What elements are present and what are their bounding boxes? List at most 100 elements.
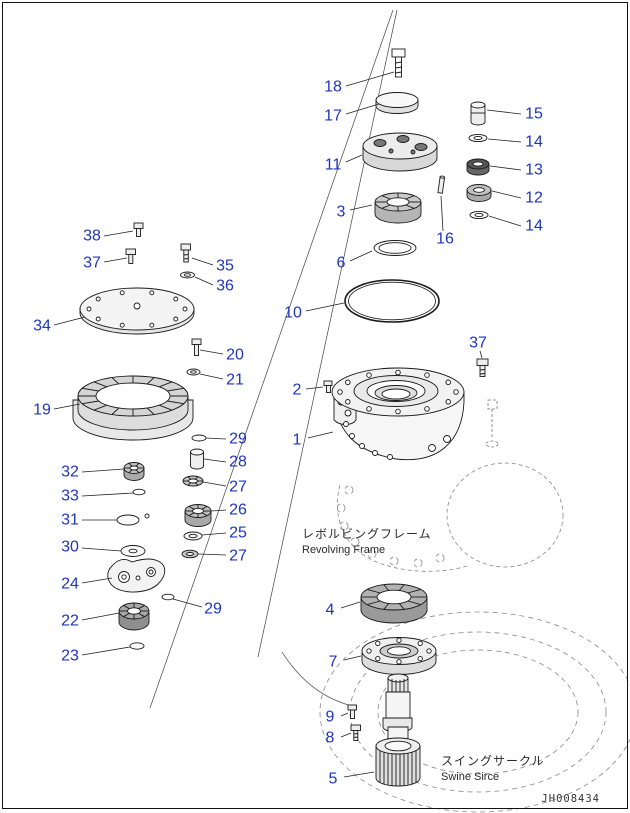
callout-32[interactable]: 32 [61,463,79,481]
revolving-frame-ghost [336,462,564,572]
callout-3[interactable]: 3 [336,203,346,221]
leader-line-14 [487,138,522,143]
callout-33[interactable]: 33 [61,487,79,505]
callout-2[interactable]: 2 [292,381,302,399]
leader-line-25 [201,532,227,536]
leader-line-17 [345,103,380,115]
part-flange-7 [361,637,437,675]
part-disc-17 [375,92,419,114]
callout-10[interactable]: 10 [284,304,302,322]
callout-28[interactable]: 28 [229,453,247,471]
part-disc-30 [120,545,146,557]
callout-30[interactable]: 30 [61,538,79,556]
part-bolt-2 [323,380,333,393]
leader-line-38 [103,230,134,237]
leader-line-26 [210,509,227,512]
annotation-swing-circle-jp: スイングサークル [441,754,545,768]
leader-line-33 [81,492,134,497]
callout-8[interactable]: 8 [325,729,335,747]
part-bolt-9 [347,704,357,719]
leader-line-6 [349,250,373,262]
callout-36[interactable]: 36 [216,277,234,295]
part-bolt-38 [133,222,144,237]
part-nut-32 [123,462,145,481]
callout-19[interactable]: 19 [33,401,51,419]
leader-line-8 [340,732,352,738]
callout-20[interactable]: 20 [226,346,244,364]
callout-29[interactable]: 29 [229,430,247,448]
leader-line-29 [205,437,227,440]
part-ring-29b [161,593,175,601]
callout-14[interactable]: 14 [525,133,543,151]
leader-line-23 [81,646,131,656]
part-bolt-37-right [476,358,489,377]
callout-25[interactable]: 25 [229,524,247,542]
callout-12[interactable]: 12 [525,189,543,207]
part-bracket-24 [107,558,166,593]
leader-line-11 [345,154,363,163]
callout-18[interactable]: 18 [324,78,342,96]
callout-14[interactable]: 14 [525,217,543,235]
callout-35[interactable]: 35 [216,257,234,275]
callout-5[interactable]: 5 [328,770,338,788]
callout-1[interactable]: 1 [292,431,302,449]
callout-21[interactable]: 21 [226,371,244,389]
callout-26[interactable]: 26 [229,501,247,519]
leader-line-34 [53,316,86,326]
callout-24[interactable]: 24 [61,575,79,593]
part-washer-25 [183,531,203,541]
part-bearing-4 [360,583,428,624]
callout-31[interactable]: 31 [61,511,79,529]
callout-11[interactable]: 11 [324,156,342,174]
callout-37[interactable]: 37 [83,254,101,272]
part-housing-1 [331,367,465,461]
part-ring-13 [466,158,490,176]
part-cover-34 [79,287,195,335]
part-bearing-3 [374,192,422,224]
leader-line-12 [491,190,522,199]
callout-15[interactable]: 15 [525,105,543,123]
callout-22[interactable]: 22 [61,612,79,630]
part-bolt-18 [391,48,406,78]
leader-line-1 [307,431,334,439]
part-coupling-11 [362,132,438,172]
leader-line-2 [305,386,324,390]
leader-line-10 [305,302,345,312]
leader-line-3 [349,204,373,211]
callout-6[interactable]: 6 [336,254,346,272]
part-cylinder-28 [190,448,204,470]
callout-13[interactable]: 13 [525,161,543,179]
callout-37[interactable]: 37 [469,334,487,352]
callout-9[interactable]: 9 [325,708,335,726]
part-bolt-35 [180,243,191,263]
leader-line-4 [340,601,361,609]
leader-line-16 [440,195,444,232]
callout-23[interactable]: 23 [61,647,79,665]
part-bolt-20 [191,338,202,356]
leader-line-29 [172,598,203,608]
callout-29[interactable]: 29 [204,600,222,618]
callout-27[interactable]: 27 [229,547,247,565]
leader-line-20 [199,349,224,355]
construction-lines [149,9,398,709]
callout-27[interactable]: 27 [229,478,247,496]
callout-16[interactable]: 16 [436,230,454,248]
part-ring-gear-19 [72,375,194,441]
leader-line-15 [486,109,522,115]
part-bolt-37-left [125,248,136,264]
callout-4[interactable]: 4 [325,601,335,619]
callout-17[interactable]: 17 [324,107,342,125]
leader-line-24 [81,577,113,584]
annotation-revolving-frame-jp: レボルビングフレーム [302,527,432,541]
part-washer-14b [469,210,489,220]
callout-34[interactable]: 34 [33,317,51,335]
callout-7[interactable]: 7 [328,653,338,671]
leader-line-35 [191,257,214,266]
part-washer-14a [468,133,488,143]
part-washer-21 [186,368,201,376]
swing-circle-ghost-arcs [281,611,630,813]
callout-38[interactable]: 38 [83,227,101,245]
leader-line-22 [81,612,120,621]
leader-line-27 [202,481,227,487]
